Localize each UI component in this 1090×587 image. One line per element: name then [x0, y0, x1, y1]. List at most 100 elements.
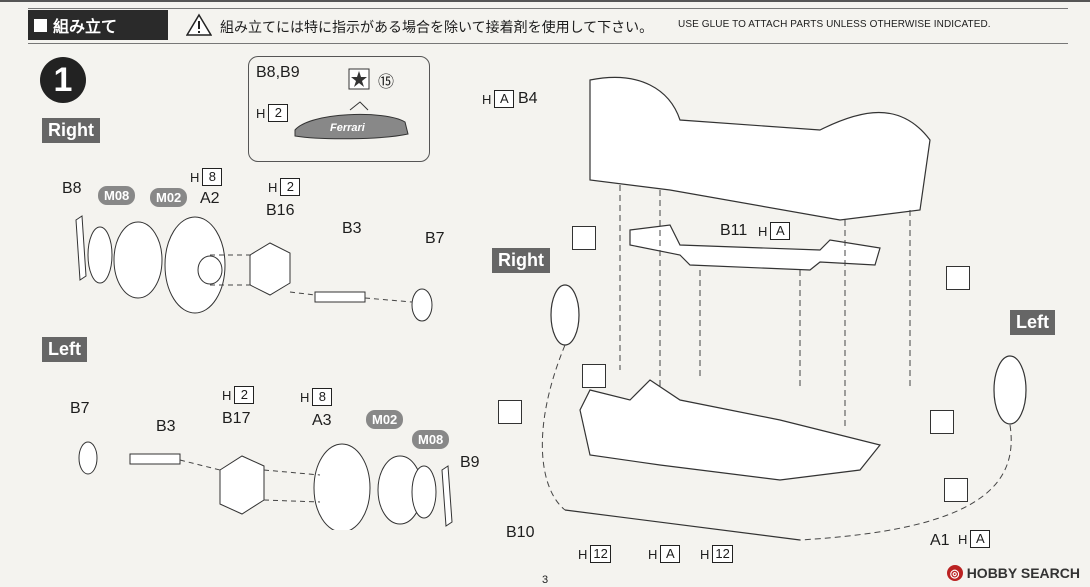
left-upright-mounted	[993, 355, 1027, 425]
engine-cover-b4	[589, 76, 931, 221]
right-side-tag-chassis: Right	[492, 248, 550, 273]
cap-b7-left	[78, 441, 98, 475]
part-b9: B9	[460, 454, 480, 471]
pad-b9	[441, 465, 453, 527]
part-b8: B8	[62, 180, 82, 197]
notice-english: USE GLUE TO ATTACH PARTS UNLESS OTHERWIS…	[678, 19, 991, 30]
ha-marker: H A	[648, 545, 681, 563]
axle-b3-left	[129, 453, 181, 465]
guide-line	[289, 291, 316, 296]
pad-b8	[75, 215, 87, 281]
h-box: 12	[590, 545, 611, 563]
h-letter: H	[300, 389, 310, 405]
h12-marker-b: H 12	[700, 545, 733, 563]
paint-m08-left: M08	[412, 430, 450, 449]
ring-m08	[87, 226, 113, 284]
h-letter: H	[190, 169, 200, 185]
axle-b3	[314, 291, 366, 303]
glue-icon	[944, 478, 968, 502]
h2-marker-left: H 2	[222, 386, 255, 404]
h-box: 12	[712, 545, 733, 563]
chassis-drawing	[541, 76, 1027, 541]
guide-line	[364, 297, 413, 303]
h-box: 8	[202, 168, 223, 186]
h-letter: H	[256, 105, 266, 121]
part-b3-left: B3	[156, 418, 176, 435]
notice-japanese: 組み立てには特に指示がある場合を除いて接着剤を使用して下さい。	[220, 19, 654, 35]
right-upright-mounted	[550, 284, 580, 346]
part-a3: A3	[312, 412, 332, 429]
part-b16: B16	[266, 202, 295, 219]
b11-h-marker: H A	[758, 222, 791, 240]
part-b11: B11	[720, 222, 748, 239]
h8-marker-right: H 8	[190, 168, 223, 186]
inset-color-number: ⑮	[378, 74, 395, 91]
part-b10: B10	[506, 524, 535, 541]
section-title-tag: 組み立て	[28, 10, 168, 40]
h-letter: H	[958, 531, 968, 547]
upright-b16	[249, 242, 291, 296]
part-b7-left: B7	[70, 400, 90, 417]
h-letter: H	[222, 387, 232, 403]
h-box: 2	[268, 104, 289, 122]
glue-icon	[498, 400, 522, 424]
chassis-floor-a1	[579, 379, 882, 481]
h-box: 2	[234, 386, 255, 404]
h-letter: H	[268, 179, 278, 195]
part-a1: A1	[930, 532, 950, 549]
h-letter: H	[700, 546, 710, 562]
h-box: A	[660, 545, 681, 563]
part-b7-right: B7	[425, 230, 445, 247]
h-box: 2	[280, 178, 301, 196]
brake-caliper-decal	[294, 101, 409, 140]
top-rule	[0, 0, 1090, 2]
watermark: ◎ HOBBY SEARCH	[946, 565, 1080, 581]
star-paint-icon	[348, 68, 370, 90]
h-letter: H	[578, 546, 588, 562]
h-box: A	[970, 530, 991, 548]
step-number: 1	[40, 57, 86, 103]
square-bullet-icon	[34, 18, 47, 32]
part-b3-right: B3	[342, 220, 362, 237]
right-brake-drawing	[75, 215, 433, 322]
paint-m02-left: M02	[366, 410, 404, 429]
header-bar	[28, 8, 1068, 44]
upright-b17	[219, 455, 265, 515]
paint-m08: M08	[98, 186, 136, 205]
page-number: 3	[542, 574, 549, 586]
rotor-a3	[313, 443, 371, 530]
disc-m02	[113, 221, 163, 299]
h-box: A	[770, 222, 791, 240]
watermark-text: HOBBY SEARCH	[966, 565, 1080, 581]
decal-logo-text: Ferrari	[330, 122, 365, 134]
left-side-tag: Left	[42, 337, 87, 362]
part-b17: B17	[222, 410, 251, 427]
part-a2: A2	[200, 190, 220, 207]
bracket-b11	[629, 224, 881, 271]
h8-marker-left: H 8	[300, 388, 333, 406]
h12-marker-a: H 12	[578, 545, 611, 563]
left-brake-drawing	[78, 441, 453, 530]
warning-icon	[186, 13, 212, 36]
guide-line	[263, 499, 321, 503]
guide-line	[179, 459, 221, 471]
h-letter: H	[648, 546, 658, 562]
right-side-tag: Right	[42, 118, 100, 143]
inset-h-marker: H 2	[256, 104, 289, 122]
paint-m02: M02	[150, 188, 188, 207]
watermark-logo-icon: ◎	[946, 565, 963, 581]
part-b4: B4	[518, 90, 538, 107]
h-letter: H	[758, 223, 768, 239]
h-box: 8	[312, 388, 333, 406]
a1-h-marker: H A	[958, 530, 991, 548]
h-letter: H	[482, 91, 492, 107]
h-box: A	[494, 90, 515, 108]
cap-b7	[411, 288, 433, 322]
tie-rod-b10	[564, 509, 801, 541]
guide-line	[541, 344, 566, 511]
section-title: 組み立て	[53, 19, 118, 36]
h2-marker-right: H 2	[268, 178, 301, 196]
left-side-tag-chassis: Left	[1010, 310, 1055, 335]
ring-m08-left	[411, 465, 437, 519]
guide-line	[799, 424, 1012, 541]
